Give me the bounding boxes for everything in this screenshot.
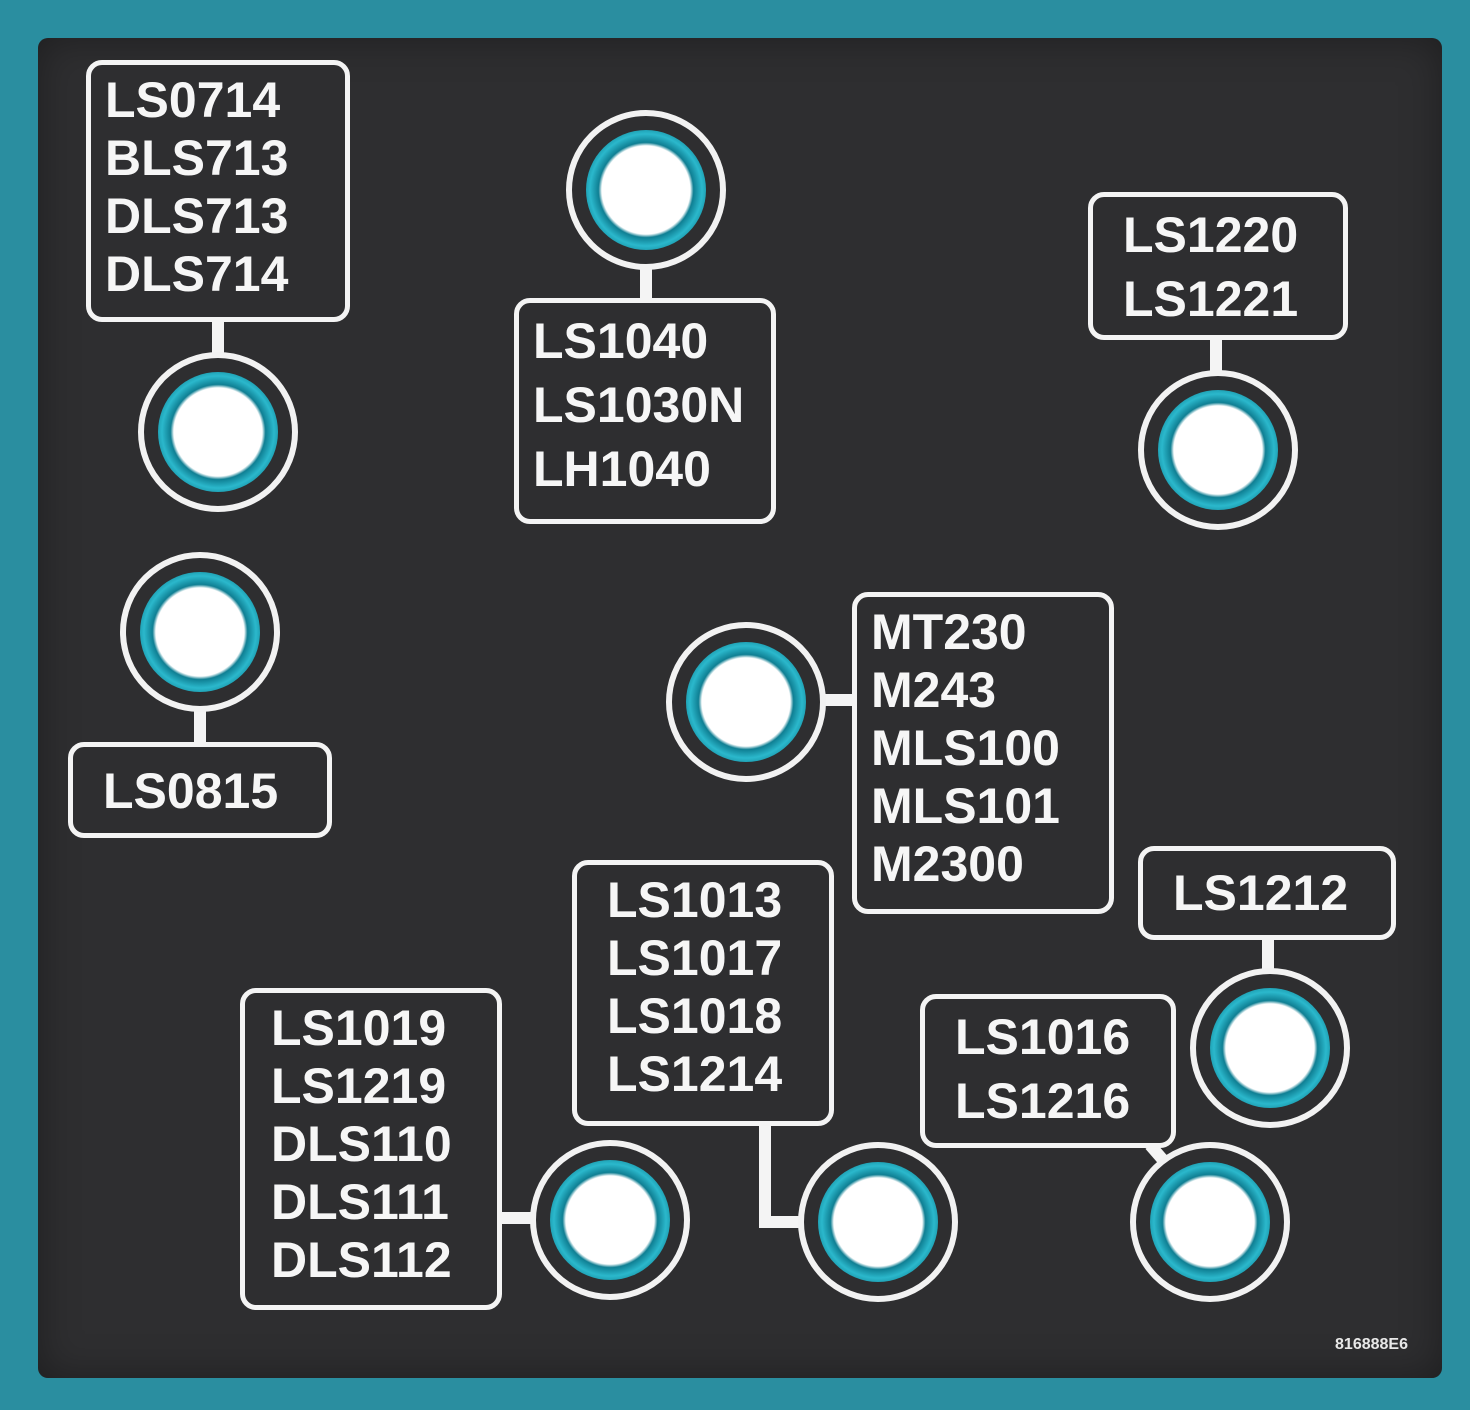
label-line: LS1018 — [607, 988, 783, 1044]
label-line: LS1212 — [1173, 865, 1349, 921]
grommet-hole-ls1212 — [1190, 968, 1350, 1128]
label-line: MLS100 — [871, 720, 1060, 776]
label-line: LS0714 — [105, 72, 281, 128]
label-line: DLS110 — [271, 1116, 452, 1172]
grommet-hole-ls0714 — [138, 352, 298, 512]
label-line: LS1019 — [271, 1000, 447, 1056]
label-ls1013-group: LS1013 LS1017 LS1018 LS1214 — [572, 860, 834, 1126]
label-line: LS1017 — [607, 930, 783, 986]
grommet-hole-mt230 — [666, 622, 826, 782]
label-line: MLS101 — [871, 778, 1060, 834]
label-line: MT230 — [871, 604, 1027, 660]
part-code: 816888E6 — [1335, 1336, 1408, 1353]
label-mt230-group: MT230 M243 MLS100 MLS101 M2300 — [852, 592, 1114, 914]
label-line: LS1040 — [533, 313, 709, 369]
label-line: LS1214 — [607, 1046, 783, 1102]
label-line: DLS714 — [105, 246, 289, 302]
label-line: DLS112 — [271, 1232, 452, 1288]
label-ls1212-group: LS1212 — [1138, 846, 1396, 940]
label-line: LS1219 — [271, 1058, 447, 1114]
label-line: LS1221 — [1123, 271, 1299, 327]
grommet-hole-ls1220 — [1138, 370, 1298, 530]
label-line: LS1220 — [1123, 207, 1299, 263]
grommet-ring — [686, 642, 806, 762]
label-ls1220-group: LS1220 LS1221 — [1088, 192, 1348, 340]
label-ls0714-group: LS0714 BLS713 DLS713 DLS714 — [86, 60, 350, 322]
grommet-ring — [140, 572, 260, 692]
grommet-ring — [158, 372, 278, 492]
label-line: LS0815 — [103, 763, 279, 819]
label-line: LS1016 — [955, 1009, 1131, 1065]
grommet-ring — [550, 1160, 670, 1280]
label-ls1040-group: LS1040 LS1030N LH1040 — [514, 298, 776, 524]
label-line: LS1013 — [607, 872, 783, 928]
label-ls1019-group: LS1019 LS1219 DLS110 DLS111 DLS112 — [240, 988, 502, 1310]
label-line: DLS713 — [105, 188, 289, 244]
grommet-hole-ls1019 — [530, 1140, 690, 1300]
label-line: M2300 — [871, 836, 1024, 892]
label-line: DLS111 — [271, 1174, 449, 1230]
grommet-ring — [1210, 988, 1330, 1108]
label-ls1016-group: LS1016 LS1216 — [920, 994, 1176, 1148]
label-line: LS1216 — [955, 1073, 1131, 1129]
grommet-ring — [1158, 390, 1278, 510]
label-ls0815-group: LS0815 — [68, 742, 332, 838]
label-line: M243 — [871, 662, 997, 718]
grommet-hole-ls1013 — [798, 1142, 958, 1302]
grommet-hole-ls1016 — [1130, 1142, 1290, 1302]
grommet-ring — [1150, 1162, 1270, 1282]
grommet-hole-ls1040 — [566, 110, 726, 270]
grommet-ring — [586, 130, 706, 250]
label-line: BLS713 — [105, 130, 289, 186]
grommet-ring — [818, 1162, 938, 1282]
label-line: LH1040 — [533, 441, 711, 497]
grommet-hole-ls0815 — [120, 552, 280, 712]
label-line: LS1030N — [533, 377, 745, 433]
